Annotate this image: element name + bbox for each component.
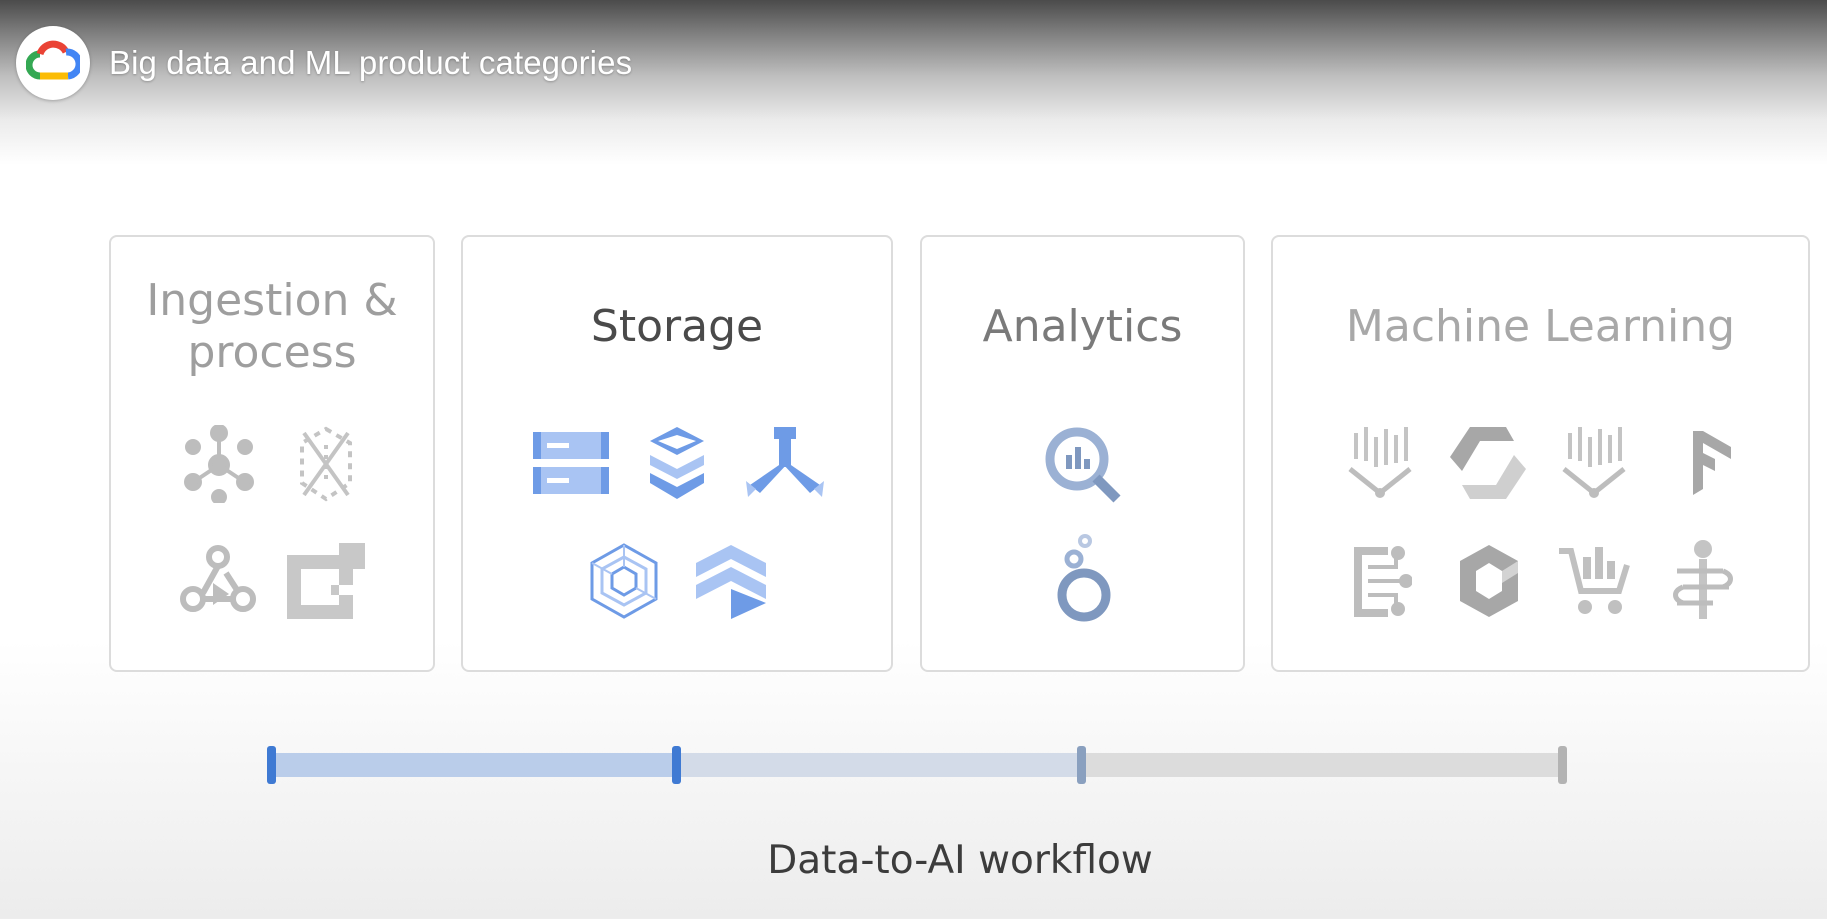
card-ingestion-process: Ingestion & process (109, 235, 435, 672)
bigquery-magnifier-icon (1045, 427, 1121, 503)
spanner-tripod-icon (746, 427, 824, 497)
timeline-marker-storage (672, 746, 681, 784)
storage-chevrons-icon (696, 545, 766, 619)
cloud-sql-server-icon (533, 432, 609, 494)
healthcare-icon (1673, 540, 1733, 619)
card-title-line2: process (187, 327, 357, 378)
timeline-segment-active (272, 753, 677, 777)
google-cloud-logo-icon (16, 26, 90, 100)
card-title-ml: Machine Learning (1345, 301, 1736, 352)
retail-cart-icon (1559, 547, 1630, 614)
tensorflow-icon (1673, 431, 1731, 495)
contact-center-ai-icon (1460, 545, 1518, 617)
workflow-caption: Data-to-AI workflow (767, 838, 1153, 883)
automl-arrows-icon (1450, 427, 1526, 499)
looker-ring-icon (1057, 534, 1111, 622)
card-title-storage: Storage (590, 301, 764, 352)
timeline-marker-ingestion (267, 746, 276, 784)
document-ai-icon (1354, 546, 1412, 617)
bigtable-hex-icon (590, 543, 658, 619)
pubsub-hub-icon (184, 425, 254, 503)
card-storage: Storage (461, 235, 893, 672)
card-title-line1: Ingestion & (146, 275, 398, 326)
timeline-segment-inactive (1082, 753, 1562, 777)
header-bar (0, 0, 1827, 165)
vertex-ai-funnel-icon (1562, 427, 1626, 498)
card-title-ingestion: Ingestion & process (111, 275, 433, 379)
stacked-layers-icon (650, 427, 704, 499)
timeline-marker-ml (1558, 746, 1567, 784)
card-analytics: Analytics (920, 235, 1245, 672)
timeline-segment-mid (677, 753, 1082, 777)
page-title: Big data and ML product categories (109, 44, 633, 81)
card-machine-learning: Machine Learning (1271, 235, 1810, 672)
dataproc-bracket-icon (287, 543, 365, 619)
dataflow-hexagon-icon (300, 426, 352, 502)
timeline-marker-analytics (1077, 746, 1086, 784)
card-title-analytics: Analytics (982, 301, 1183, 352)
vertex-ai-funnel-icon (1348, 427, 1412, 498)
data-fusion-icon (180, 545, 256, 612)
